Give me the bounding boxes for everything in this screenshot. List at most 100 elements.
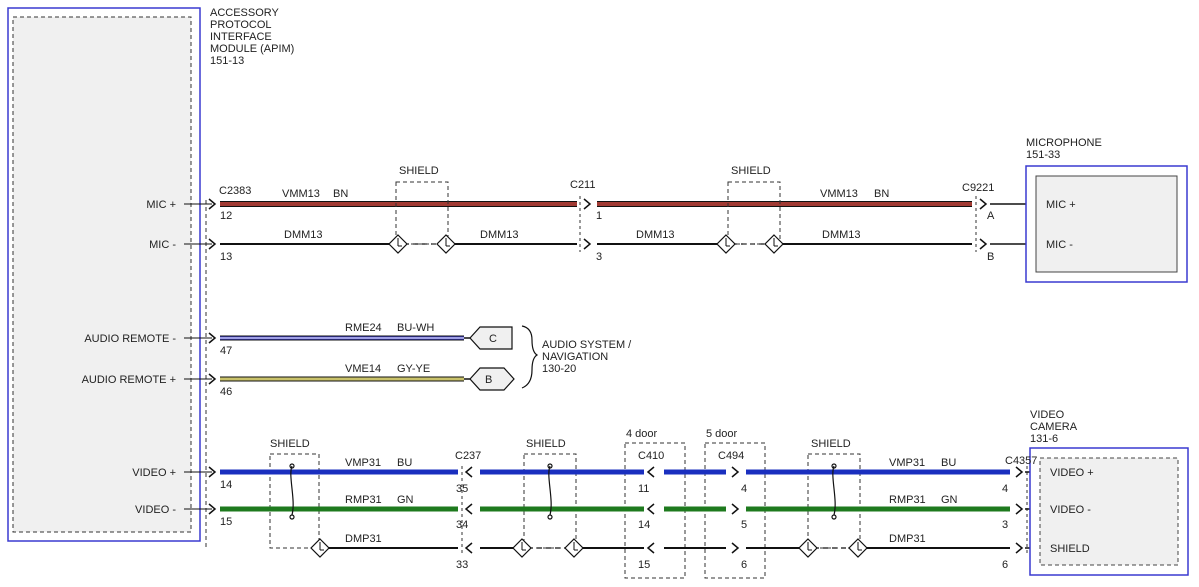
pin-c494-5: 5 [741, 519, 747, 531]
microphone-title: MICROPHONE [1026, 137, 1102, 149]
ref-flag-c-label: C [489, 333, 497, 345]
label-dmm13-4: DMM13 [822, 229, 861, 241]
label-vmm13-right: VMM13 [820, 188, 858, 200]
label-dmm13-3: DMM13 [636, 229, 675, 241]
pin-c410-14: 14 [638, 519, 650, 531]
ref-flag-b-label: B [485, 374, 492, 386]
twist-marks [289, 463, 837, 520]
chevron-c211-1 [583, 198, 592, 210]
pin-c2383-12: 12 [220, 210, 232, 222]
microphone-ref: 151-33 [1026, 149, 1060, 161]
pin-c2383-15: 15 [220, 516, 232, 528]
apim-pin-mic-plus: MIC + [146, 199, 176, 211]
microphone-module: MICROPHONE 151-33 MIC + MIC - [1025, 137, 1188, 283]
chevron-c9221-b [979, 238, 988, 250]
pin-c9221-b: B [987, 251, 994, 263]
chevron-c494-5 [731, 503, 740, 515]
audio-system-ref: 130-20 [542, 363, 576, 375]
chevron-c2383-13 [208, 238, 217, 250]
connector-c237: C237 [455, 450, 481, 462]
pin-c494-6: 6 [741, 559, 747, 571]
apim-pin-audio-remote-minus: AUDIO REMOTE - [84, 333, 176, 345]
apim-pin-video-plus: VIDEO + [132, 467, 176, 479]
label-vmp31-left: VMP31 [345, 457, 381, 469]
chevron-c2383-47 [208, 332, 217, 344]
connector-c9221: C9221 [962, 182, 994, 194]
audio-system-title-line-2: NAVIGATION [542, 351, 608, 363]
shield-label-1: SHIELD [399, 165, 439, 177]
ref-flag-c [469, 326, 513, 350]
connector-chevrons [208, 198, 1024, 554]
video-camera-module: VIDEO CAMERA 131-6 VIDEO + VIDEO - SHIEL… [1029, 409, 1189, 576]
connector-c494: C494 [718, 450, 744, 462]
apim-pin-stubs [184, 203, 212, 510]
label-vmm13-left: VMM13 [282, 188, 320, 200]
video-camera-pin-shield: SHIELD [1050, 543, 1090, 555]
video-camera-pin-video-minus: VIDEO - [1050, 504, 1091, 516]
audio-ref-flags: C B [464, 325, 539, 391]
drain-ticks-mic [397, 238, 778, 247]
shield-box-3 [269, 453, 320, 549]
connector-c211: C211 [570, 179, 595, 191]
microphone-pin-mic-minus: MIC - [1046, 239, 1073, 251]
pin-c2383-13: 13 [220, 251, 232, 263]
chevron-c237-33 [464, 542, 473, 554]
chevron-c494-4 [731, 466, 740, 478]
chevron-c2383-15 [208, 503, 217, 515]
chevron-c2383-14 [208, 466, 217, 478]
four-door-label: 4 door [626, 428, 658, 440]
chevron-c4357-6 [1015, 542, 1024, 554]
pin-numbers: 12 13 47 46 14 15 1 3 A B 35 34 33 11 14… [220, 210, 1008, 571]
apim-title-line-3: INTERFACE [210, 31, 272, 43]
label-rmp31-left-color: GN [397, 494, 414, 506]
connector-c410: C410 [638, 450, 664, 462]
label-vme14-color: GY-YE [397, 363, 430, 375]
label-vmp31-left-color: BU [397, 457, 412, 469]
label-dmp31-left: DMP31 [345, 533, 382, 545]
shield-box-1 [395, 181, 449, 245]
label-dmm13-2: DMM13 [480, 229, 519, 241]
video-camera-pin-video-plus: VIDEO + [1050, 467, 1094, 479]
pin-c4357-3: 3 [1002, 519, 1008, 531]
pin-c237-34: 34 [456, 519, 468, 531]
pin-c237-35: 35 [456, 483, 468, 495]
chevron-c2383-12 [208, 198, 217, 210]
label-rmp31-left: RMP31 [345, 494, 382, 506]
shield-labels: SHIELD SHIELD SHIELD SHIELD SHIELD 4 doo… [270, 165, 851, 450]
microphone-pin-mic-plus: MIC + [1046, 199, 1076, 211]
label-rme24: RME24 [345, 322, 382, 334]
five-door-label: 5 door [706, 428, 738, 440]
circuit-labels: VMM13 BN VMM13 BN DMM13 DMM13 DMM13 DMM1… [282, 188, 958, 545]
shield-box-2 [727, 181, 781, 245]
apim-module [7, 7, 207, 548]
label-rmp31-right-color: GN [941, 494, 958, 506]
label-vmm13-left-color: BN [333, 188, 348, 200]
apim-pin-video-minus: VIDEO - [135, 504, 176, 516]
audio-system-title-line-1: AUDIO SYSTEM / [542, 339, 632, 351]
shield-label-3: SHIELD [270, 438, 310, 450]
apim-pin-labels: MIC + MIC - AUDIO REMOTE - AUDIO REMOTE … [82, 199, 177, 516]
drain-ticks-video [319, 542, 862, 551]
pin-c2383-47: 47 [220, 345, 232, 357]
video-camera-title-line-1: VIDEO [1030, 409, 1065, 421]
connector-names: C2383 C211 C9221 C237 C410 C494 C4357 [219, 179, 1037, 467]
label-dmp31-right: DMP31 [889, 533, 926, 545]
shield-label-5: SHIELD [811, 438, 851, 450]
apim-title: ACCESSORY PROTOCOL INTERFACE MODULE (API… [210, 7, 294, 67]
label-rme24-color: BU-WH [397, 322, 434, 334]
label-dmm13-1: DMM13 [284, 229, 323, 241]
label-vmm13-right-color: BN [874, 188, 889, 200]
video-camera-ref: 131-6 [1030, 433, 1058, 445]
chevron-c410-11 [646, 466, 655, 478]
label-vmp31-right-color: BU [941, 457, 956, 469]
chevron-c9221-a [979, 198, 988, 210]
chevron-c237-34 [464, 503, 473, 515]
apim-ref: 151-13 [210, 55, 244, 67]
chevron-c494-6 [731, 542, 740, 554]
pin-c9221-a: A [987, 210, 995, 222]
apim-title-line-1: ACCESSORY [210, 7, 280, 19]
ref-flag-b [469, 367, 515, 391]
shield-label-2: SHIELD [731, 165, 771, 177]
pin-c2383-46: 46 [220, 386, 232, 398]
chevron-c4357-3 [1015, 503, 1024, 515]
